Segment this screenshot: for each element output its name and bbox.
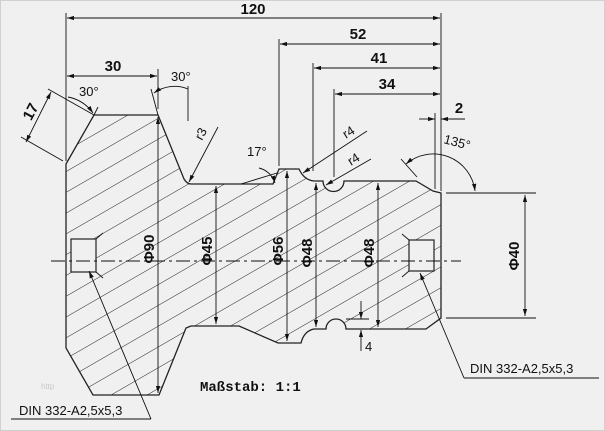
center-hole-label-left: DIN 332-A2,5x5,3: [11, 270, 152, 420]
angle-30-right: 30°: [150, 69, 191, 121]
svg-text:17°: 17°: [247, 144, 267, 159]
radius-r3: r3: [188, 125, 219, 183]
svg-text:DIN 332-A2,5x5,3: DIN 332-A2,5x5,3: [19, 403, 122, 418]
dim-30: 30: [67, 58, 157, 79]
svg-text:52: 52: [350, 26, 367, 43]
svg-text:34: 34: [379, 76, 396, 93]
svg-text:Φ48: Φ48: [299, 239, 316, 268]
svg-text:120: 120: [240, 1, 265, 18]
svg-text:Φ45: Φ45: [199, 237, 216, 266]
dim-52: 52: [280, 26, 440, 47]
svg-text:4: 4: [365, 339, 372, 354]
radius-r4-lower: r4: [325, 150, 372, 186]
angle-135: 135°: [400, 131, 477, 192]
svg-text:Φ56: Φ56: [270, 237, 287, 266]
dim-17-chamfer: 17: [20, 88, 95, 162]
watermark: http: [41, 382, 55, 391]
svg-text:41: 41: [371, 50, 388, 67]
svg-text:17: 17: [20, 101, 43, 124]
dim-41: 41: [314, 50, 440, 71]
center-hole-label-right: DIN 332-A2,5x5,3: [419, 272, 599, 379]
svg-text:DIN 332-A2,5x5,3: DIN 332-A2,5x5,3: [470, 361, 573, 376]
svg-text:Φ90: Φ90: [141, 235, 158, 264]
svg-text:Φ40: Φ40: [506, 242, 523, 271]
svg-text:2: 2: [455, 100, 463, 117]
dim-dia-56: Φ56: [270, 171, 290, 341]
dim-dia-90: Φ90: [141, 117, 161, 393]
angle-17: 17°: [240, 144, 278, 185]
svg-text:30: 30: [105, 58, 122, 75]
angle-30-left: 30°: [67, 84, 99, 116]
svg-text:Φ48: Φ48: [361, 239, 378, 268]
center-hole-right: [408, 239, 435, 272]
dim-dia-48-a: Φ48: [299, 183, 319, 327]
dim-depth-4: 4: [346, 301, 372, 354]
dim-120: 120: [67, 1, 440, 21]
dim-dia-45: Φ45: [199, 186, 219, 324]
dim-34: 34: [335, 76, 440, 97]
dim-dia-40: Φ40: [506, 195, 528, 316]
dim-2: 2: [419, 100, 465, 122]
svg-text:135°: 135°: [442, 131, 472, 152]
scale-label: Maßstab: 1:1: [200, 380, 301, 396]
dim-dia-48-b: Φ48: [361, 183, 381, 327]
svg-text:r3: r3: [191, 125, 210, 142]
svg-text:30°: 30°: [79, 84, 99, 99]
center-hole-left: [70, 238, 97, 273]
svg-text:30°: 30°: [171, 69, 191, 84]
